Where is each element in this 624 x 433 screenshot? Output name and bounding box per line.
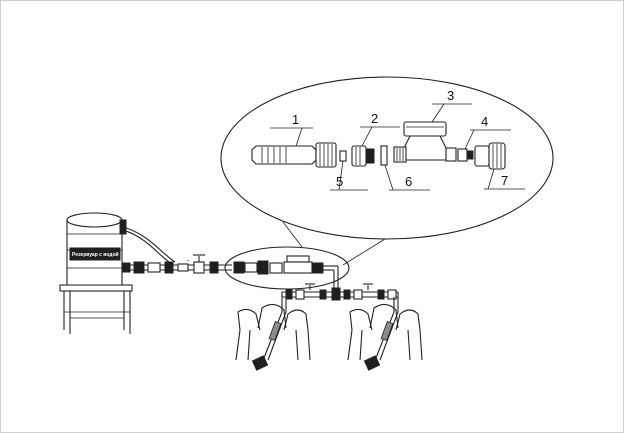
part-6-washer: [380, 145, 388, 166]
zoom-bubble: [220, 76, 554, 266]
callout-2: 2: [371, 111, 378, 126]
callout-4: 4: [481, 114, 488, 129]
tank-label: Резервуар с водой: [72, 251, 119, 258]
callout-1: 1: [292, 112, 299, 127]
callout-3: 3: [447, 88, 454, 103]
water-tank: Резервуар с водой: [59, 212, 176, 334]
assembly-ellipse: [224, 246, 350, 290]
callouts: 1 2 3 4 5 6 7: [270, 88, 525, 191]
part-7-connector: [474, 142, 506, 170]
callout-5: 5: [336, 174, 343, 189]
zoom-leader-left: [282, 221, 303, 248]
zoom-leader-right: [342, 238, 386, 266]
plant-group-left: [235, 303, 311, 371]
part-5-ring: [339, 150, 347, 162]
assembled-unit: [233, 255, 339, 288]
part-2-coupling: [351, 145, 375, 167]
part-4-nipple: [457, 148, 474, 162]
distribution-line: [281, 283, 399, 312]
part-1-filter: [251, 142, 337, 168]
main-pipeline: [121, 254, 232, 274]
callout-7: 7: [501, 173, 508, 188]
plant-group-right: [347, 303, 423, 371]
callout-6: 6: [405, 174, 412, 189]
zoom-ellipse: [220, 76, 554, 240]
part-3-meter: [393, 121, 457, 163]
